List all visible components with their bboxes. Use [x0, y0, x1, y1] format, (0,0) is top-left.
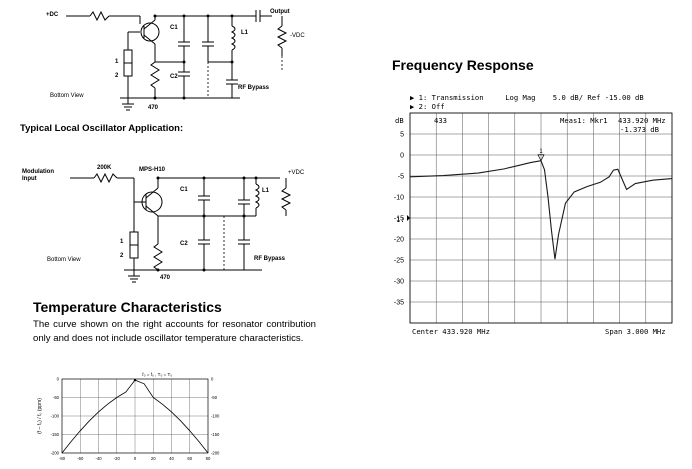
temp-x-tick-5: 20 [151, 456, 156, 461]
c2-pin1-label: 1 [120, 239, 124, 245]
c2-resistor-470-label: 470 [160, 275, 171, 281]
c1-resistor-470-label: 470 [148, 105, 159, 111]
frequency-response-chart: 5 0 -5 -10 -15 -20 -25 -30 -35 1 [394, 112, 673, 324]
temp-x-tick-4: 0 [134, 456, 137, 461]
c2-bottom-view-label: Bottom View [47, 257, 81, 263]
oscillator-schematic-2 [70, 172, 292, 283]
temp-y-axis-label: (f – f₀) / f₀ (ppm) [37, 398, 43, 434]
freq-marker-index: 1 [539, 149, 543, 155]
marker-freq-left: 433 [434, 116, 447, 125]
oscillator-schematic-1 [66, 10, 288, 111]
freq-y-tick-7: -30 [394, 279, 404, 286]
temp-y-tick-right-3: -150 [211, 432, 220, 437]
local-oscillator-heading: Typical Local Oscillator Application: [20, 123, 184, 134]
c2-plus-vdc-label: +VDC [288, 170, 305, 176]
temperature-heading: Temperature Characteristics [33, 299, 222, 315]
temp-x-tick-0: -80 [59, 456, 66, 461]
c1-minus-vdc-label: -VDC [290, 33, 305, 39]
center-frequency-label: Center 433.920 MHz [412, 327, 490, 336]
freq-trace [409, 160, 673, 260]
c1-plus-dc-label: +DC [46, 12, 59, 18]
c1-capacitor-c2-label: C2 [170, 74, 178, 80]
temperature-description: The curve shown on the right accounts fo… [33, 319, 316, 344]
temp-x-tick-6: 40 [169, 456, 174, 461]
c2-inductor-l1-label: L1 [262, 188, 270, 194]
temp-peak-point [133, 378, 137, 382]
temp-x-tick-2: -40 [95, 456, 102, 461]
db-unit-label: dB [395, 116, 404, 125]
c2-pin2-label: 2 [120, 253, 124, 259]
temp-x-tick-1: -60 [77, 456, 84, 461]
temp-y-tick-left-1: -50 [53, 395, 60, 400]
temp-y-tick-left-2: -100 [51, 414, 60, 419]
frequency-response-heading: Frequency Response [392, 57, 534, 73]
freq-y-tick-1: 0 [400, 153, 404, 160]
temp-y-tick-right-4: -200 [211, 451, 220, 456]
freq-y-tick-4: -15 [394, 216, 404, 223]
c1-capacitor-c1-label: C1 [170, 25, 178, 31]
freq-y-tick-8: -35 [394, 300, 404, 307]
c2-resistor-200k-label: 200K [97, 165, 112, 171]
freq-y-tick-5: -20 [394, 237, 404, 244]
temp-x-tick-3: -20 [114, 456, 121, 461]
c1-rf-bypass-label: RF Bypass [238, 85, 270, 91]
temp-y-tick-right-0: 0 [211, 377, 214, 382]
temp-y-tick-left-0: 0 [57, 377, 60, 382]
c2-rf-bypass-label: RF Bypass [254, 256, 286, 262]
temp-curve-label: f₀ = f₀ , T₀ = T₀ [142, 372, 172, 377]
freq-marker-triangle [537, 154, 545, 162]
channel-marker: 1: [396, 215, 405, 224]
c1-inductor-l1-label: L1 [241, 30, 249, 36]
c2-capacitor-c1-label: C1 [180, 187, 188, 193]
freq-y-tick-6: -25 [394, 258, 404, 265]
freq-y-tick-0: 5 [400, 132, 404, 139]
c1-pin2-label: 2 [115, 73, 119, 79]
span-label: Span 3.000 MHz [605, 327, 666, 336]
c2-modulation-input-label: Modulation Input [22, 169, 54, 182]
marker-info-value: -1.373 dB [620, 125, 659, 134]
marker-info-freq: 433.920 MHz [618, 116, 666, 125]
marker-info-label: Meas1: Mkr1 [560, 116, 608, 125]
temp-y-tick-right-1: -50 [211, 395, 218, 400]
temp-y-tick-right-2: -100 [211, 414, 220, 419]
c1-output-label: Output [270, 9, 290, 15]
temp-x-tick-8: 80 [206, 456, 211, 461]
temp-x-tick-7: 60 [187, 456, 192, 461]
analyzer-header-line1: ▶ 1: Transmission Log Mag 5.0 dB/ Ref -1… [410, 93, 644, 102]
analyzer-header-line2: ▶ 2: Off [410, 102, 445, 111]
c1-bottom-view-label: Bottom View [50, 93, 84, 99]
c2-transistor-label: MPS-H10 [139, 167, 166, 173]
freq-y-tick-2: -5 [398, 174, 404, 181]
temp-y-tick-left-3: -150 [51, 432, 60, 437]
freq-y-tick-3: -10 [394, 195, 404, 202]
c1-pin1-label: 1 [115, 59, 119, 65]
freq-ref-arrow [407, 215, 410, 221]
temp-y-tick-left-4: -200 [51, 451, 60, 456]
c2-capacitor-c2-label: C2 [180, 241, 188, 247]
